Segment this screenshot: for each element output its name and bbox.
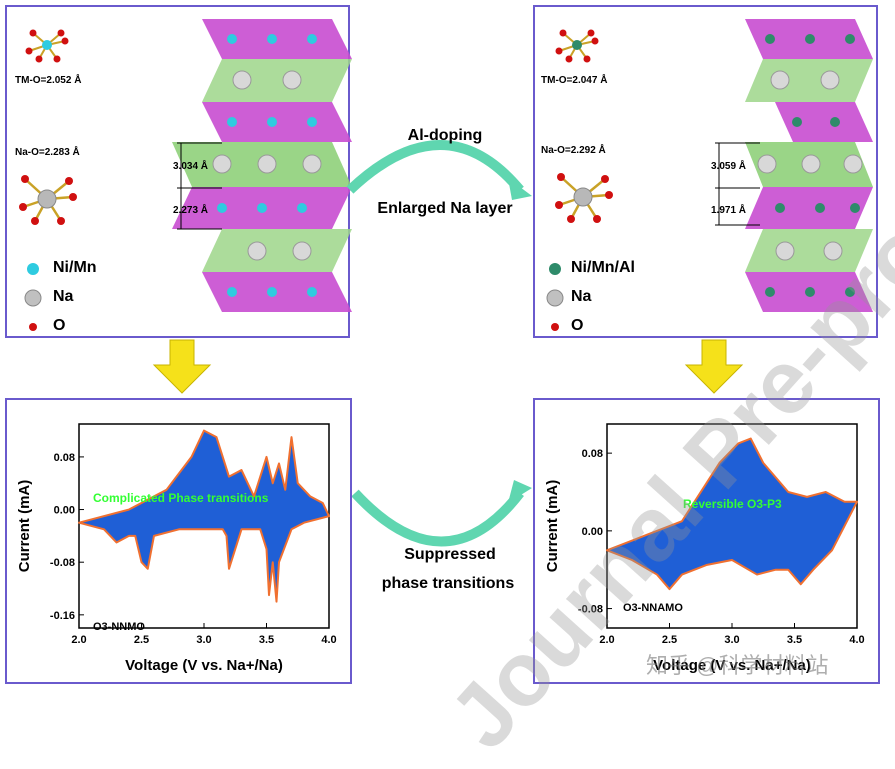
right-structure-svg	[546, 19, 873, 331]
legend-o-label: O	[53, 317, 66, 334]
nao-distance-label: Na-O=2.283 Å	[15, 147, 80, 158]
x-tick-label: 3.5	[259, 634, 274, 646]
top-arrow-line1: Al-doping	[407, 127, 483, 144]
chart-annotation: Complicated Phase transitions	[93, 491, 269, 505]
layered-structure	[172, 19, 352, 312]
legend-na-label: Na	[571, 288, 592, 305]
tmo-distance-label: TM-O=2.047 Å	[541, 75, 608, 86]
y-axis-label: Current (mA)	[544, 480, 561, 573]
legend-tm-label: Ni/Mn/Al	[571, 259, 635, 276]
layered-structure	[745, 19, 873, 312]
legend-o-marker	[551, 323, 559, 331]
x-tick-label: 2.5	[662, 634, 677, 646]
footer-watermark: 知乎 @科学材料站	[646, 653, 829, 678]
tm-octahedron-icon	[555, 29, 599, 63]
x-axis-label: Voltage (V vs. Na+/Na)	[125, 657, 283, 674]
layer-spacing-markers	[177, 142, 222, 230]
sample-label: O3-NNMO	[93, 621, 145, 633]
left-cv-chart: 2.0 2.5 3.0 3.5 4.0 0.08 0.00 -0.08 -0.16Voltage…	[16, 423, 337, 674]
x-tick-label: 3.5	[787, 634, 802, 646]
legend-na-label: Na	[53, 288, 74, 305]
y-tick-label: 0.08	[582, 448, 603, 460]
x-tick-label: 4.0	[849, 634, 864, 646]
tmo-distance-label: TM-O=2.052 Å	[15, 75, 82, 86]
left-structure-svg	[19, 19, 352, 331]
legend-o-marker	[29, 323, 37, 331]
legend-tm-label: Ni/Mn	[53, 259, 97, 276]
upper-spacing-label: 3.059 Å	[711, 161, 747, 172]
legend-o-label: O	[571, 317, 584, 334]
chart-annotation: Reversible O3-P3	[683, 497, 782, 511]
legend-tm-marker	[27, 263, 39, 275]
x-tick-label: 2.0	[599, 634, 614, 646]
sample-label: O3-NNAMO	[623, 602, 683, 614]
tm-octahedron-icon	[25, 29, 69, 63]
x-tick-label: 4.0	[321, 634, 336, 646]
y-tick-label: -0.16	[50, 610, 75, 622]
left-structure-panel: TM-O=2.052 Å Na-O=2.283 Å 3.034 Å 2.273 …	[5, 5, 352, 338]
right-structure-panel: TM-O=2.047 Å Na-O=2.292 Å 3.059 Å 1.971 …	[533, 5, 878, 338]
y-tick-label: -0.08	[50, 557, 75, 569]
top-arrow-line2: Enlarged Na layer	[377, 200, 513, 217]
cv-loop	[78, 429, 330, 603]
y-axis-label: Current (mA)	[16, 480, 33, 573]
bottom-arrow-line2: phase transitions	[381, 575, 515, 592]
x-tick-label: 3.0	[196, 634, 211, 646]
legend-na-marker	[546, 289, 564, 307]
y-tick-label: 0.08	[54, 452, 75, 464]
x-tick-label: 2.5	[134, 634, 149, 646]
y-tick-label: 0.00	[54, 505, 75, 517]
layer-spacing-markers	[715, 142, 760, 226]
y-tick-label: -0.08	[578, 604, 603, 616]
lower-spacing-label: 2.273 Å	[173, 205, 209, 216]
x-tick-label: 2.0	[71, 634, 86, 646]
legend-tm-marker	[549, 263, 561, 275]
legend-na-marker	[24, 289, 42, 307]
nao-distance-label: Na-O=2.292 Å	[541, 145, 606, 156]
bottom-arrow-line1: Suppressed	[404, 546, 496, 563]
cv-loop	[606, 437, 858, 591]
na-octahedron-icon	[555, 173, 613, 223]
left-down-arrow	[152, 339, 212, 394]
na-octahedron-icon	[19, 175, 77, 225]
x-axis-label: Voltage (V vs. Na+/Na)	[653, 657, 811, 674]
y-tick-label: 0.00	[582, 526, 603, 538]
x-tick-label: 3.0	[724, 634, 739, 646]
lower-spacing-label: 1.971 Å	[711, 205, 747, 216]
upper-spacing-label: 3.034 Å	[173, 161, 209, 172]
